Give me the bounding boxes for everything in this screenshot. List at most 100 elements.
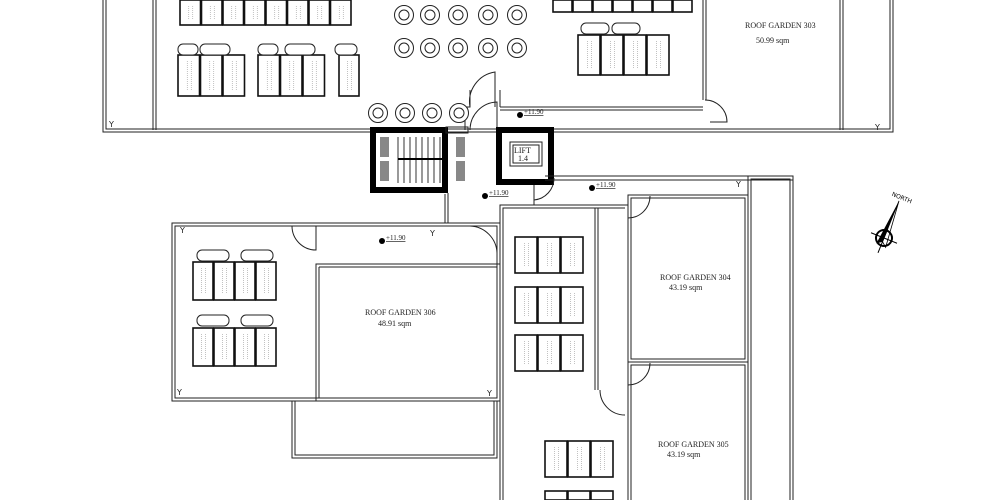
lift-label: LIFT — [514, 146, 531, 155]
round-planters — [368, 5, 527, 123]
planter-box — [308, 0, 331, 26]
planter-box — [590, 490, 614, 500]
round-planter — [395, 103, 415, 123]
planter-box — [179, 0, 202, 26]
grid-mark: Y — [429, 229, 435, 238]
grid-mark: Y — [874, 123, 880, 132]
round-planter — [420, 5, 440, 25]
benches — [177, 22, 641, 327]
planter-box — [632, 0, 653, 13]
planter-box — [243, 0, 266, 26]
planter-box — [234, 327, 256, 367]
planter-box — [552, 0, 573, 13]
planter-groups — [177, 0, 693, 500]
planter-box — [537, 334, 561, 372]
planter-box — [213, 261, 235, 301]
round-planter — [420, 38, 440, 58]
bench — [257, 43, 279, 56]
round-planter-inner — [482, 42, 494, 54]
planter-box — [279, 54, 303, 97]
round-planter-inner — [398, 9, 410, 21]
room-304-area: 43.19 sqm — [669, 283, 703, 292]
planter-box — [514, 236, 538, 274]
level-marker-icon — [589, 185, 595, 191]
planter-box — [192, 327, 214, 367]
planter-box — [192, 261, 214, 301]
level-text: +11.90 — [524, 108, 544, 116]
bench — [196, 249, 230, 262]
planter-box — [672, 0, 693, 13]
bench — [334, 43, 358, 56]
round-planter-inner — [482, 9, 494, 21]
planter-box — [572, 0, 593, 13]
planter-box — [257, 54, 281, 97]
bench — [199, 43, 231, 56]
round-planter-inner — [426, 107, 438, 119]
planter-box — [646, 34, 670, 76]
round-planter — [394, 38, 414, 58]
planter-box — [234, 261, 256, 301]
level-marker-icon — [379, 238, 385, 244]
planter-box — [590, 440, 614, 478]
bench — [580, 22, 610, 35]
bench — [177, 43, 199, 56]
planter-box — [567, 490, 591, 500]
planter-box — [537, 236, 561, 274]
bench — [611, 22, 641, 35]
round-planter — [368, 103, 388, 123]
planter-box — [652, 0, 673, 13]
round-planter — [448, 38, 468, 58]
planter-box — [199, 54, 223, 97]
round-planter-inner — [372, 107, 384, 119]
round-planter-inner — [452, 42, 464, 54]
planter-box — [612, 0, 633, 13]
round-planter — [449, 103, 469, 123]
round-planter — [507, 38, 527, 58]
bench — [240, 314, 274, 327]
round-planter-inner — [452, 9, 464, 21]
grid-mark: Y — [108, 120, 114, 129]
round-planter — [448, 5, 468, 25]
planter-box — [286, 0, 309, 26]
north-label: NORTH — [891, 191, 913, 205]
planter-box — [600, 34, 624, 76]
level-text: +11.90 — [386, 234, 406, 242]
level-marks: +11.90+11.90+11.90+11.90 — [379, 108, 616, 244]
planter-box — [302, 54, 326, 97]
round-planter — [422, 103, 442, 123]
room-305-name: ROOF GARDEN 305 — [658, 440, 729, 449]
planter-box — [537, 286, 561, 324]
round-planter-inner — [511, 42, 523, 54]
level-text: +11.90 — [596, 181, 616, 189]
room-303-area: 50.99 sqm — [756, 36, 790, 45]
round-planter-inner — [453, 107, 465, 119]
planter-box — [222, 0, 245, 26]
planter-box — [544, 440, 568, 478]
north-arrow-icon: NORTH — [870, 191, 913, 254]
round-planter — [394, 5, 414, 25]
grid-mark: Y — [179, 226, 185, 235]
grid-mark: Y — [735, 180, 741, 189]
grid-mark: Y — [176, 388, 182, 397]
room-305-area: 43.19 sqm — [667, 450, 701, 459]
planter-box — [514, 334, 538, 372]
round-planter-inner — [511, 9, 523, 21]
planter-box — [213, 327, 235, 367]
round-planter-inner — [398, 42, 410, 54]
round-planter — [507, 5, 527, 25]
level-marker-icon — [482, 193, 488, 199]
planter-box — [567, 440, 591, 478]
planter-box — [577, 34, 601, 76]
planter-box — [623, 34, 647, 76]
bench — [196, 314, 230, 327]
round-planter-inner — [424, 9, 436, 21]
room-306-area: 48.91 sqm — [378, 319, 412, 328]
stair-core — [370, 126, 469, 193]
planter-box — [338, 54, 360, 97]
room-306-name: ROOF GARDEN 306 — [365, 308, 436, 317]
planter-box — [255, 327, 277, 367]
planter-box — [200, 0, 223, 26]
right-block-walls — [499, 175, 794, 500]
